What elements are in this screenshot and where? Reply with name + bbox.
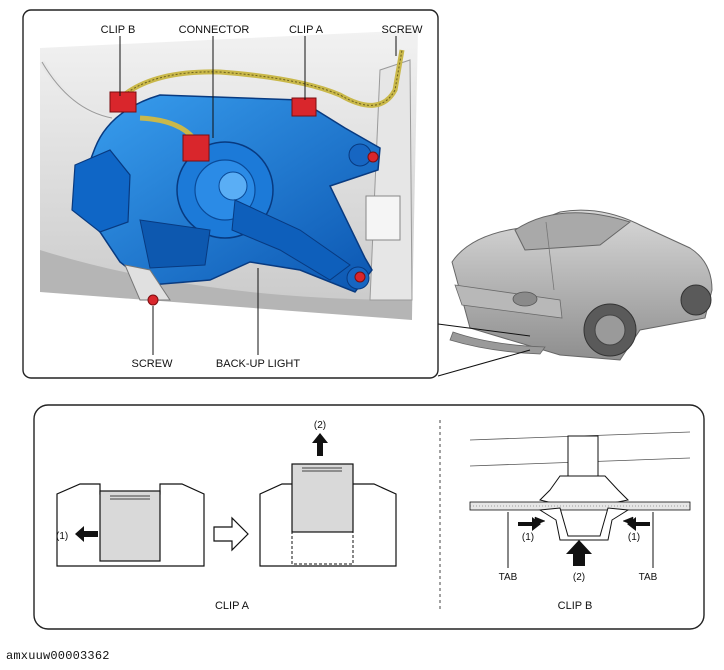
arrow-right-icon <box>518 517 541 531</box>
leader-lines <box>119 36 397 355</box>
screw-bottom-part <box>147 294 159 306</box>
connector-part <box>182 134 210 162</box>
clip-a-part <box>291 97 317 117</box>
label-clip-b: CLIP B <box>101 24 136 36</box>
car-illustration <box>437 209 713 377</box>
clip-b-caption: CLIP B <box>558 600 593 612</box>
label-clip-a: CLIP A <box>289 24 324 36</box>
clip-a-after: (2) <box>259 420 397 567</box>
bracket-block <box>365 195 401 241</box>
label-connector: CONNECTOR <box>179 24 250 36</box>
detail-panel: (1) (2) CLIP A <box>33 404 705 630</box>
arrow-up-icon-b <box>566 540 592 566</box>
arrow-left-icon-b <box>627 517 650 531</box>
clip-b-step1-right: (1) <box>628 532 640 543</box>
clip-a-step2: (2) <box>314 420 326 431</box>
clip-b-step2: (2) <box>573 572 585 583</box>
clip-a-step1: (1) <box>56 531 68 542</box>
backup-light-housing <box>71 94 381 301</box>
clip-a-caption: CLIP A <box>215 600 250 612</box>
label-backup-light: BACK-UP LIGHT <box>216 358 300 370</box>
clip-b-section: (1) (1) (2) TAB TAB <box>469 431 691 583</box>
white-cable-edge <box>41 61 113 119</box>
document-code: amxuuw00003362 <box>6 649 110 663</box>
clip-a-before: (1) <box>56 483 205 567</box>
label-screw-bottom: SCREW <box>132 358 174 370</box>
clip-b-step1-left: (1) <box>522 532 534 543</box>
tab-label-right: TAB <box>639 572 658 583</box>
arrow-up-icon <box>312 433 328 456</box>
arrow-left-icon <box>75 526 98 542</box>
screw-right-part <box>354 271 366 283</box>
label-screw-top: SCREW <box>382 24 424 36</box>
clip-b-part <box>109 91 137 113</box>
screw-top-part <box>367 151 379 163</box>
bumper-edge <box>40 250 412 320</box>
transition-arrow-icon <box>213 516 249 552</box>
tab-label-left: TAB <box>499 572 518 583</box>
top-illustration: CLIP B CONNECTOR CLIP A SCREW SCREW BACK… <box>22 9 439 379</box>
